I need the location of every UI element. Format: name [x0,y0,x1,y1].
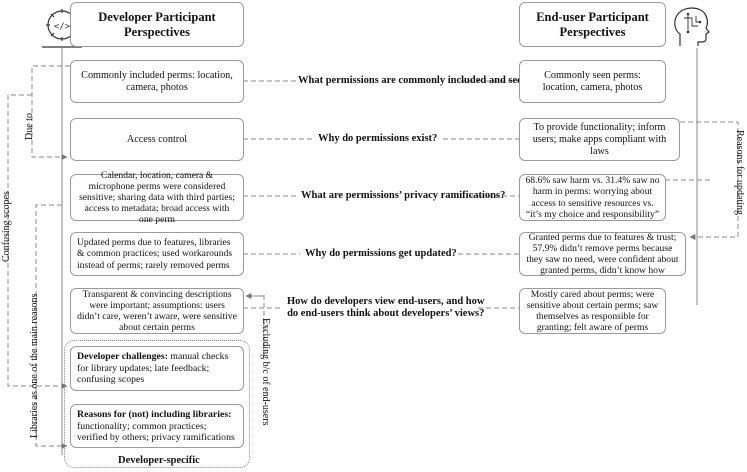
end-box-privacy: 68.6% saw harm vs. 31.4% saw no harm in … [519,174,666,221]
libraries-text: functionality; common practices; verifie… [77,420,235,444]
dev-box-views: Transparent & convincing descriptions we… [70,288,244,334]
end-text: Granted perms due to features & trust; 5… [526,231,679,277]
end-text: Commonly seen perms: location, camera, p… [542,69,643,93]
end-box-care: Mostly cared about perms; were sensitive… [519,288,666,334]
end-box-functionality: To provide functionality; inform users; … [519,118,680,161]
question-why-exist: Why do permissions exist? [318,133,438,144]
question-privacy-ramifications: What are permissions’ privacy ramificati… [301,190,506,201]
challenges-title: Developer challenges: [77,351,168,362]
question-why-updated: Why do permissions get updated? [305,248,457,259]
question-views: How do developers view end-users, and ho… [287,296,484,320]
dev-box-updates: Updated perms due to features, libraries… [70,232,244,276]
developer-specific-group [64,340,250,468]
libraries-reasons-box: Reasons for (not) including libraries: f… [70,404,244,448]
dev-text: Calendar, location, camera & microphone … [79,169,235,226]
challenges-text: manual checks for library updates; late … [77,351,229,385]
excluding-label: Excluding b/c of end-users [260,318,271,426]
end-text: To provide functionality; inform users; … [532,121,667,157]
question-common-perms: What permissions are commonly included a… [298,75,533,86]
dev-text: Updated perms due to features, libraries… [77,237,233,271]
confusing-scopes-label: Confusing scopes [1,191,12,262]
dev-box-common-perms: Commonly included perms: location, camer… [70,60,244,103]
due-to-label: Due to [24,113,35,140]
developer-specific-label: Developer-specific [118,455,200,466]
developer-header-text: Developer Participant Perspectives [98,9,216,39]
end-user-head-icon [670,4,714,48]
libraries-main-label: Libraries as one of the main reasons [29,293,40,438]
end-text: 68.6% saw harm vs. 31.4% saw no harm in … [525,175,660,220]
dev-text: Commonly included perms: location, camer… [81,69,233,93]
dev-box-access-control: Access control [70,118,244,161]
reasons-updating-label: Reasons for updating [734,130,745,215]
end-text: Mostly cared about perms; were sensitive… [526,288,659,334]
end-box-granted: Granted perms due to features & trust; 5… [519,232,686,276]
libraries-title: Reasons for (not) including libraries: [77,409,232,420]
question-views-line2: do end-users think about developers’ vie… [287,308,485,319]
dev-text: Transparent & convincing descriptions we… [77,288,237,334]
dev-challenges-box: Developer challenges: manual checks for … [70,346,244,391]
end-box-common-perms: Commonly seen perms: location, camera, p… [519,60,666,103]
enduser-perspectives-header: End-user Participant Perspectives [519,2,666,47]
developer-perspectives-header: Developer Participant Perspectives [70,2,244,47]
enduser-header-text: End-user Participant Perspectives [536,9,649,39]
dev-box-privacy: Calendar, location, camera & microphone … [70,170,244,225]
svg-text:</>: </> [54,22,71,32]
dev-text: Access control [126,133,188,145]
question-views-line1: How do developers view end-users, and ho… [287,296,485,307]
